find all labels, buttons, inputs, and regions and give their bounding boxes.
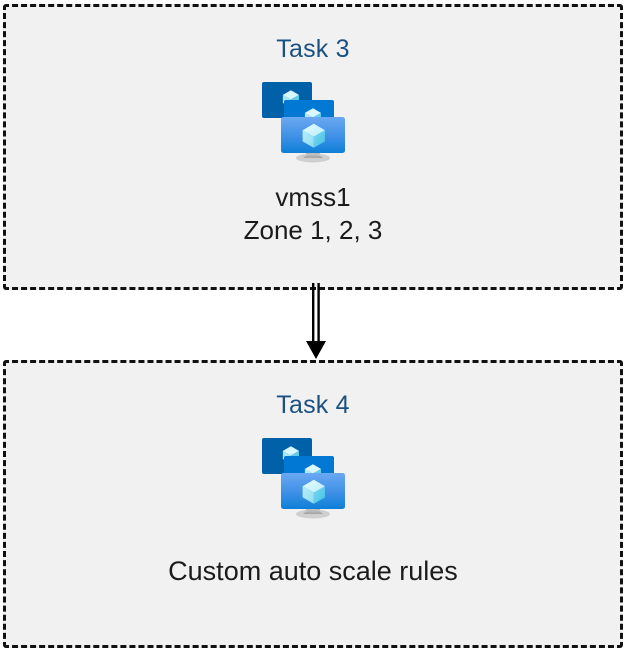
task-3-title: Task 3 [276,35,350,63]
task-4-title: Task 4 [276,391,350,419]
azure-vm-scale-set-icon [262,82,345,163]
task-3-caption: vmss1 Zone 1, 2, 3 [244,181,383,247]
monitor-front [281,473,345,519]
azure-vm-scale-set-icon [262,438,345,519]
task-box-task-3[interactable]: Task 3 [3,4,623,290]
task-3-caption-line-1: vmss1 [275,182,351,212]
task-4-caption: Custom auto scale rules [168,555,458,588]
connector-arrow-task3-to-task4 [306,283,326,359]
task-box-task-4[interactable]: Task 4 [3,360,623,648]
monitor-front [281,117,345,163]
task-3-caption-line-2: Zone 1, 2, 3 [243,215,383,245]
task-4-caption-line-1: Custom auto scale rules [168,556,458,586]
